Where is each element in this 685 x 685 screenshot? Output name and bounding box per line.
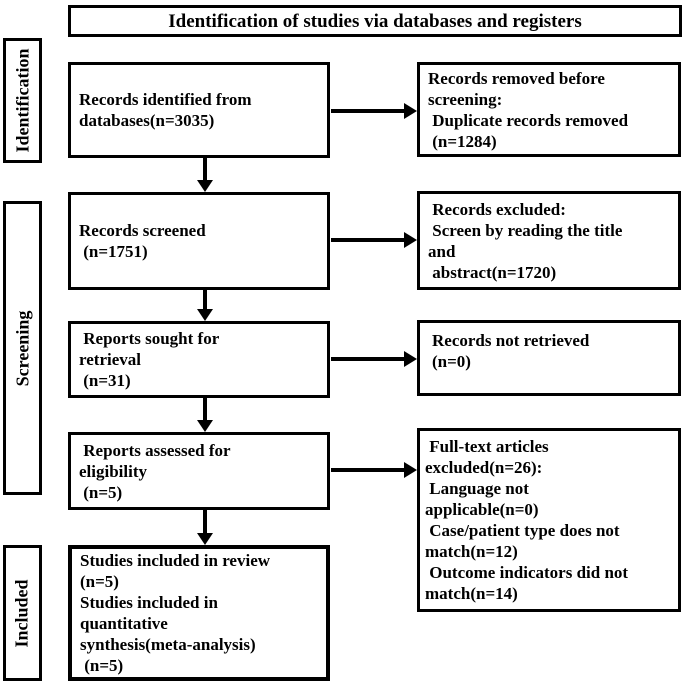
flow-box-reports-assessed-text: Reports assessed for eligibility (n=5) <box>79 440 231 502</box>
flow-box-records-removed: Records removed before screening: Duplic… <box>417 62 681 157</box>
stage-label-included: Included <box>3 545 42 681</box>
stage-label-included-text: Included <box>12 578 32 648</box>
flow-box-records-identified-text: Records identified from databases(n=3035… <box>79 90 252 130</box>
flow-box-studies-included-text: Studies included in review (n=5) Studies… <box>80 551 271 675</box>
flow-box-records-excluded: Records excluded: Screen by reading the … <box>417 191 681 290</box>
arrow-identified-to-screened <box>197 157 213 192</box>
flow-box-records-excluded-text: Records excluded: Screen by reading the … <box>428 199 623 282</box>
stage-label-screening: Screening <box>3 201 42 495</box>
arrow-identified-to-removed <box>331 103 417 119</box>
title-box: Identification of studies via databases … <box>68 5 682 37</box>
flow-box-records-not-retrieved-text: Records not retrieved (n=0) <box>432 331 590 371</box>
flow-box-fulltext-excluded-text: Full-text articles excluded(n=26): Langu… <box>425 437 629 603</box>
stage-label-screening-text: Screening <box>12 310 33 386</box>
arrow-screened-to-sought <box>197 289 213 321</box>
flow-box-records-removed-text: Records removed before screening: Duplic… <box>428 68 629 151</box>
flow-box-reports-sought-text: Reports sought for retrieval (n=31) <box>79 329 220 390</box>
flow-box-reports-assessed: Reports assessed for eligibility (n=5) <box>68 432 330 510</box>
stage-label-identification-text: Identification <box>12 48 33 153</box>
flow-box-records-identified: Records identified from databases(n=3035… <box>68 62 330 158</box>
arrow-screened-to-excluded <box>331 232 417 248</box>
flow-box-records-screened-text: Records screened (n=1751) <box>79 221 206 261</box>
flow-box-records-not-retrieved: Records not retrieved (n=0) <box>417 320 681 396</box>
flow-box-studies-included: Studies included in review (n=5) Studies… <box>68 545 330 681</box>
diagram-title: Identification of studies via databases … <box>168 10 582 32</box>
arrow-sought-to-not-retrieved <box>331 351 417 367</box>
arrow-assessed-to-included <box>197 509 213 545</box>
flow-box-reports-sought: Reports sought for retrieval (n=31) <box>68 321 330 398</box>
stage-label-identification: Identification <box>3 38 42 163</box>
arrow-sought-to-assessed <box>197 397 213 432</box>
flow-box-records-screened: Records screened (n=1751) <box>68 192 330 290</box>
arrow-assessed-to-fulltext-excluded <box>331 462 417 478</box>
flow-box-fulltext-excluded: Full-text articles excluded(n=26): Langu… <box>417 428 681 612</box>
